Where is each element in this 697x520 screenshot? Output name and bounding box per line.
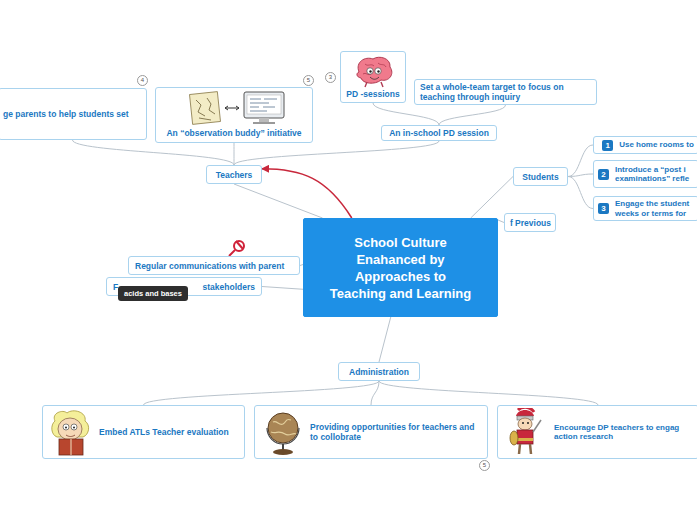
topic-text: Administration (342, 367, 416, 377)
connector (379, 381, 598, 405)
topic-text: stakeholders (203, 282, 255, 292)
illustration (504, 408, 546, 458)
topic-box: ge parents to help students set (0, 88, 147, 140)
topic-box: Encourage DP teachers to engag action re… (497, 405, 697, 459)
connector (262, 287, 303, 290)
connector (568, 177, 593, 209)
topic-box: Embed ATLs Teacher evaluation (42, 405, 245, 459)
illustration (263, 410, 303, 456)
number-badge: 3 (598, 203, 609, 214)
central-topic: School Culture Enahanced by Approaches t… (303, 218, 498, 317)
connector (73, 140, 235, 165)
illustration (47, 409, 95, 457)
connector (371, 381, 379, 405)
topic-text: School Culture Enahanced by Approaches t… (326, 234, 476, 302)
topic-box: 3 Engage the student weeks or terms for (593, 196, 697, 221)
callout-number: 5 (479, 460, 490, 471)
connector (144, 381, 380, 405)
connector (234, 143, 235, 165)
topic-box: PD -sessions (340, 51, 406, 103)
topic-box: f Previous (504, 213, 556, 232)
topic-box: 1 Use home rooms to (593, 136, 697, 154)
topic-text: Use home rooms to (619, 140, 694, 150)
illustration (353, 54, 395, 88)
illustration (189, 90, 289, 126)
topic-text: f Previous (509, 218, 551, 228)
topic-box: Teachers (206, 165, 262, 184)
topic-text: Engage the student weeks or terms for (615, 199, 697, 218)
topic-text: Regular communications with parent (135, 261, 293, 271)
topic-box: Set a whole-team target to focus on teac… (414, 79, 597, 105)
connector (373, 103, 439, 125)
topic-box: An “observation buddy” initiative (155, 87, 313, 143)
connector (379, 317, 391, 362)
topic-text: Encourage DP teachers to engag action re… (554, 423, 696, 442)
callout-number: 4 (137, 75, 148, 86)
connector (439, 105, 506, 125)
topic-box: Administration (338, 362, 420, 381)
topic-text: ge parents to help students set (3, 109, 140, 119)
connector (234, 141, 439, 165)
topic-text: Set a whole-team target to focus on teac… (420, 82, 591, 102)
connector (471, 177, 513, 219)
topic-text: PD -sessions (344, 89, 402, 99)
callout-number: 5 (303, 75, 314, 86)
callout-number: 3 (325, 72, 336, 83)
topic-text: An “observation buddy” initiative (160, 128, 308, 138)
topic-text: Students (517, 172, 564, 182)
topic-box: Regular communications with parent (128, 256, 300, 275)
tooltip: acids and bases (118, 286, 188, 301)
pin-icon (229, 241, 244, 256)
topic-text: Teachers (210, 170, 258, 180)
topic-box: Providing opportunities for teachers and… (254, 405, 488, 459)
connector (262, 169, 352, 218)
topic-text: Embed ATLs Teacher evaluation (99, 427, 240, 437)
topic-text: Providing opportunities for teachers and… (310, 422, 481, 442)
topic-box: An in-school PD session (381, 125, 497, 141)
topic-text: Introduce a “post i examinations” refle (615, 165, 697, 184)
connector (568, 174, 593, 177)
number-badge: 1 (602, 140, 613, 151)
topic-box: 2 Introduce a “post i examinations” refle (593, 160, 697, 188)
topic-text: An in-school PD session (386, 128, 492, 138)
number-badge: 2 (598, 169, 609, 180)
topic-box: Students (513, 167, 568, 186)
connector (568, 145, 593, 177)
connector (234, 184, 323, 218)
